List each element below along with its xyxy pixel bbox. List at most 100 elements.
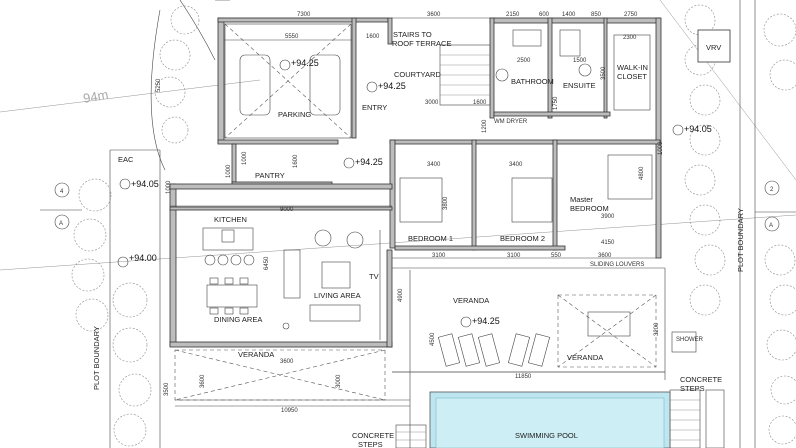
label-steps-left-1: CONCRETE	[352, 431, 394, 440]
marker-right-bottom: A	[769, 223, 773, 229]
label-steps-right-2: STEPS	[680, 384, 705, 393]
dim-3800: 3800	[443, 196, 449, 210]
label-veranda-right: VERANDA	[567, 353, 603, 362]
dim-600: 600	[539, 12, 550, 18]
dim-1000-c: 1000	[166, 180, 172, 194]
level-left-lower: +94.00	[129, 253, 157, 263]
dim-2500: 2500	[517, 58, 531, 64]
dim-3400-a: 3400	[427, 162, 441, 168]
dim-5550: 5550	[285, 34, 299, 40]
dim-1600: 1600	[366, 34, 380, 40]
label-wm-dryer: WM DRYER	[494, 119, 528, 125]
dim-1200: 1200	[482, 119, 488, 133]
label-living: LIVING AREA	[314, 291, 361, 300]
walls	[169, 17, 662, 348]
dim-2150: 2150	[506, 12, 520, 18]
interior-details	[174, 23, 731, 448]
label-sliding-louvers: SLIDING LOUVERS	[590, 262, 644, 268]
dim-2300: 2300	[623, 35, 637, 41]
level-right: +94.05	[684, 124, 712, 134]
dim-5250: 5250	[156, 78, 162, 92]
dim-3600-b: 3600	[598, 253, 612, 259]
level-pantry: +94.25	[355, 157, 383, 167]
dim-3000-b: 3000	[336, 374, 342, 388]
trees	[71, 4, 796, 447]
dim-3600-top: 3600	[427, 12, 441, 18]
dimension-labels: 7300 5550 1600 3600 2150 600 1400 850 27…	[156, 12, 664, 414]
dim-3500-b: 3500	[164, 382, 170, 396]
dim-850: 850	[591, 12, 602, 18]
level-left-upper: +94.05	[131, 179, 159, 189]
dim-3600-d: 3600	[280, 359, 294, 365]
dim-3400-b: 3400	[509, 162, 523, 168]
dim-6450: 6450	[264, 256, 270, 270]
dim-4150: 4150	[601, 240, 615, 246]
label-bathroom: BATHROOM	[511, 77, 554, 86]
swimming-pool	[429, 391, 671, 448]
dim-1600-b: 1600	[473, 100, 487, 106]
label-veranda-main: VERANDA	[453, 296, 489, 305]
label-master: Master	[570, 195, 593, 204]
dim-1600-c: 1600	[293, 154, 299, 168]
dim-2750: 2750	[624, 12, 638, 18]
dim-11850: 11850	[515, 374, 532, 380]
marker-right-top: 2	[770, 187, 774, 193]
label-courtyard: COURTYARD	[394, 70, 441, 79]
label-closet: CLOSET	[617, 72, 647, 81]
label-road: 94m	[82, 87, 110, 106]
dim-3100-b: 3100	[507, 253, 521, 259]
label-vrv: VRV	[706, 43, 721, 52]
label-ensuite: ENSUITE	[563, 81, 596, 90]
label-plot-boundary-right: PLOT BOUNDARY	[736, 208, 745, 272]
label-tv: TV	[369, 272, 379, 281]
dim-4500: 4500	[430, 332, 436, 346]
label-swimming-pool: SWIMMING POOL	[515, 431, 578, 440]
label-kitchen: KITCHEN	[214, 215, 247, 224]
dim-3600-c: 3600	[200, 374, 206, 388]
label-walk-in: WALK-IN	[617, 63, 648, 72]
label-bedroom-1: BEDROOM 1	[408, 234, 453, 243]
label-plot-boundary-left: PLOT BOUNDARY	[92, 326, 101, 390]
marker-left-top: 4	[60, 189, 64, 195]
dim-10950: 10950	[281, 408, 298, 414]
dim-3900: 3900	[601, 214, 615, 220]
dim-1400: 1400	[562, 12, 576, 18]
dim-1000-d: 1000	[658, 141, 664, 155]
marker-left-bottom: A	[59, 221, 63, 227]
dim-3200: 3200	[654, 322, 660, 336]
dim-550: 550	[551, 253, 562, 259]
dim-3100-a: 3100	[432, 253, 446, 259]
level-parking: +94.25	[291, 58, 319, 68]
label-bedroom-2: BEDROOM 2	[500, 234, 545, 243]
label-veranda-bottom: VERANDA	[238, 350, 274, 359]
level-veranda: +94.25	[472, 316, 500, 326]
label-eac: EAC	[118, 155, 134, 164]
dim-1750: 1750	[553, 96, 559, 110]
label-pantry: PANTRY	[255, 171, 285, 180]
label-entry: ENTRY	[362, 103, 387, 112]
label-dining: DINING AREA	[214, 315, 262, 324]
label-shower: SHOWER	[676, 337, 704, 343]
dim-7300: 7300	[297, 12, 311, 18]
dim-3000: 3000	[425, 100, 439, 106]
dim-4900: 4900	[398, 288, 404, 302]
level-markers: +94.25 +94.25 +94.25 +94.25 +94.05 +94.0…	[117, 58, 712, 328]
dim-1000-b: 1000	[226, 164, 232, 178]
label-steps-left-2: STEPS	[358, 440, 383, 448]
dim-1500: 1500	[573, 58, 587, 64]
dim-9000: 9000	[280, 207, 294, 213]
label-steps-right-1: CONCRETE	[680, 375, 722, 384]
room-labels: STAIRS TO ROOF TERRACE COURTYARD ENTRY P…	[82, 30, 745, 448]
label-stairs: STAIRS TO	[393, 30, 432, 39]
label-roof-terrace: ROOF TERRACE	[392, 39, 451, 48]
level-entry: +94.25	[378, 81, 406, 91]
label-master-bedroom: BEDROOM	[570, 204, 609, 213]
dimension-lines	[170, 17, 665, 407]
dim-4800: 4800	[639, 166, 645, 180]
label-parking: PARKING	[278, 110, 311, 119]
dim-1000-a: 1000	[242, 151, 248, 165]
section-markers: 4 A 2 A	[40, 180, 796, 232]
dim-3500: 3500	[601, 66, 607, 80]
